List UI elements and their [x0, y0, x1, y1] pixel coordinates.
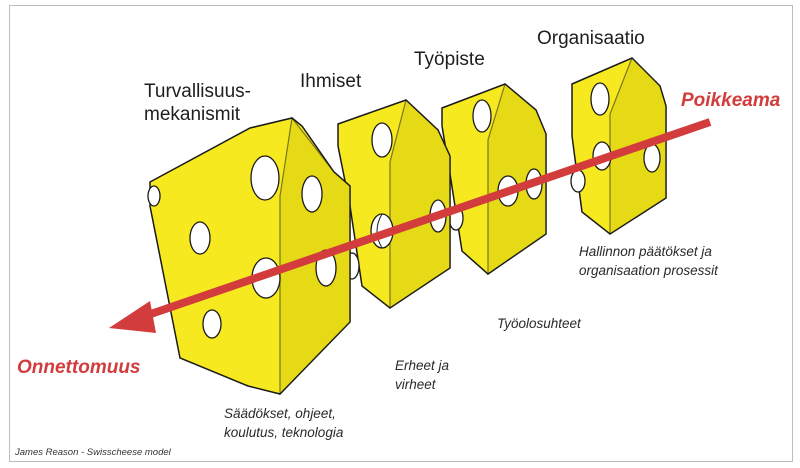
layer-title-ihmiset: Ihmiset [300, 70, 361, 93]
arrow-start-label: Poikkeama [681, 90, 780, 112]
layer-caption-tyopiste: Työolosuhteet [497, 314, 581, 333]
arrow-end-label: Onnettomuus [17, 357, 141, 379]
diagram-frame: Turvallisuus- mekanismit Ihmiset Työpist… [9, 5, 793, 462]
cheese-slice-ihmiset [338, 100, 450, 308]
cheese-slice-tyopiste [442, 84, 546, 274]
layer-title-tyopiste: Työpiste [414, 48, 485, 71]
layer-title-organisaatio: Organisaatio [537, 27, 645, 50]
layer-caption-organisaatio: Hallinnon päätökset ja organisaation pro… [579, 242, 718, 280]
layer-caption-ihmiset: Erheet ja virheet [395, 356, 449, 394]
layer-title-turvallisuusmekanismit: Turvallisuus- mekanismit [144, 80, 251, 126]
source-credit: James Reason - Swisscheese model [15, 447, 171, 458]
layer-caption-turvallisuusmekanismit: Säädökset, ohjeet, koulutus, teknologia [224, 404, 343, 442]
